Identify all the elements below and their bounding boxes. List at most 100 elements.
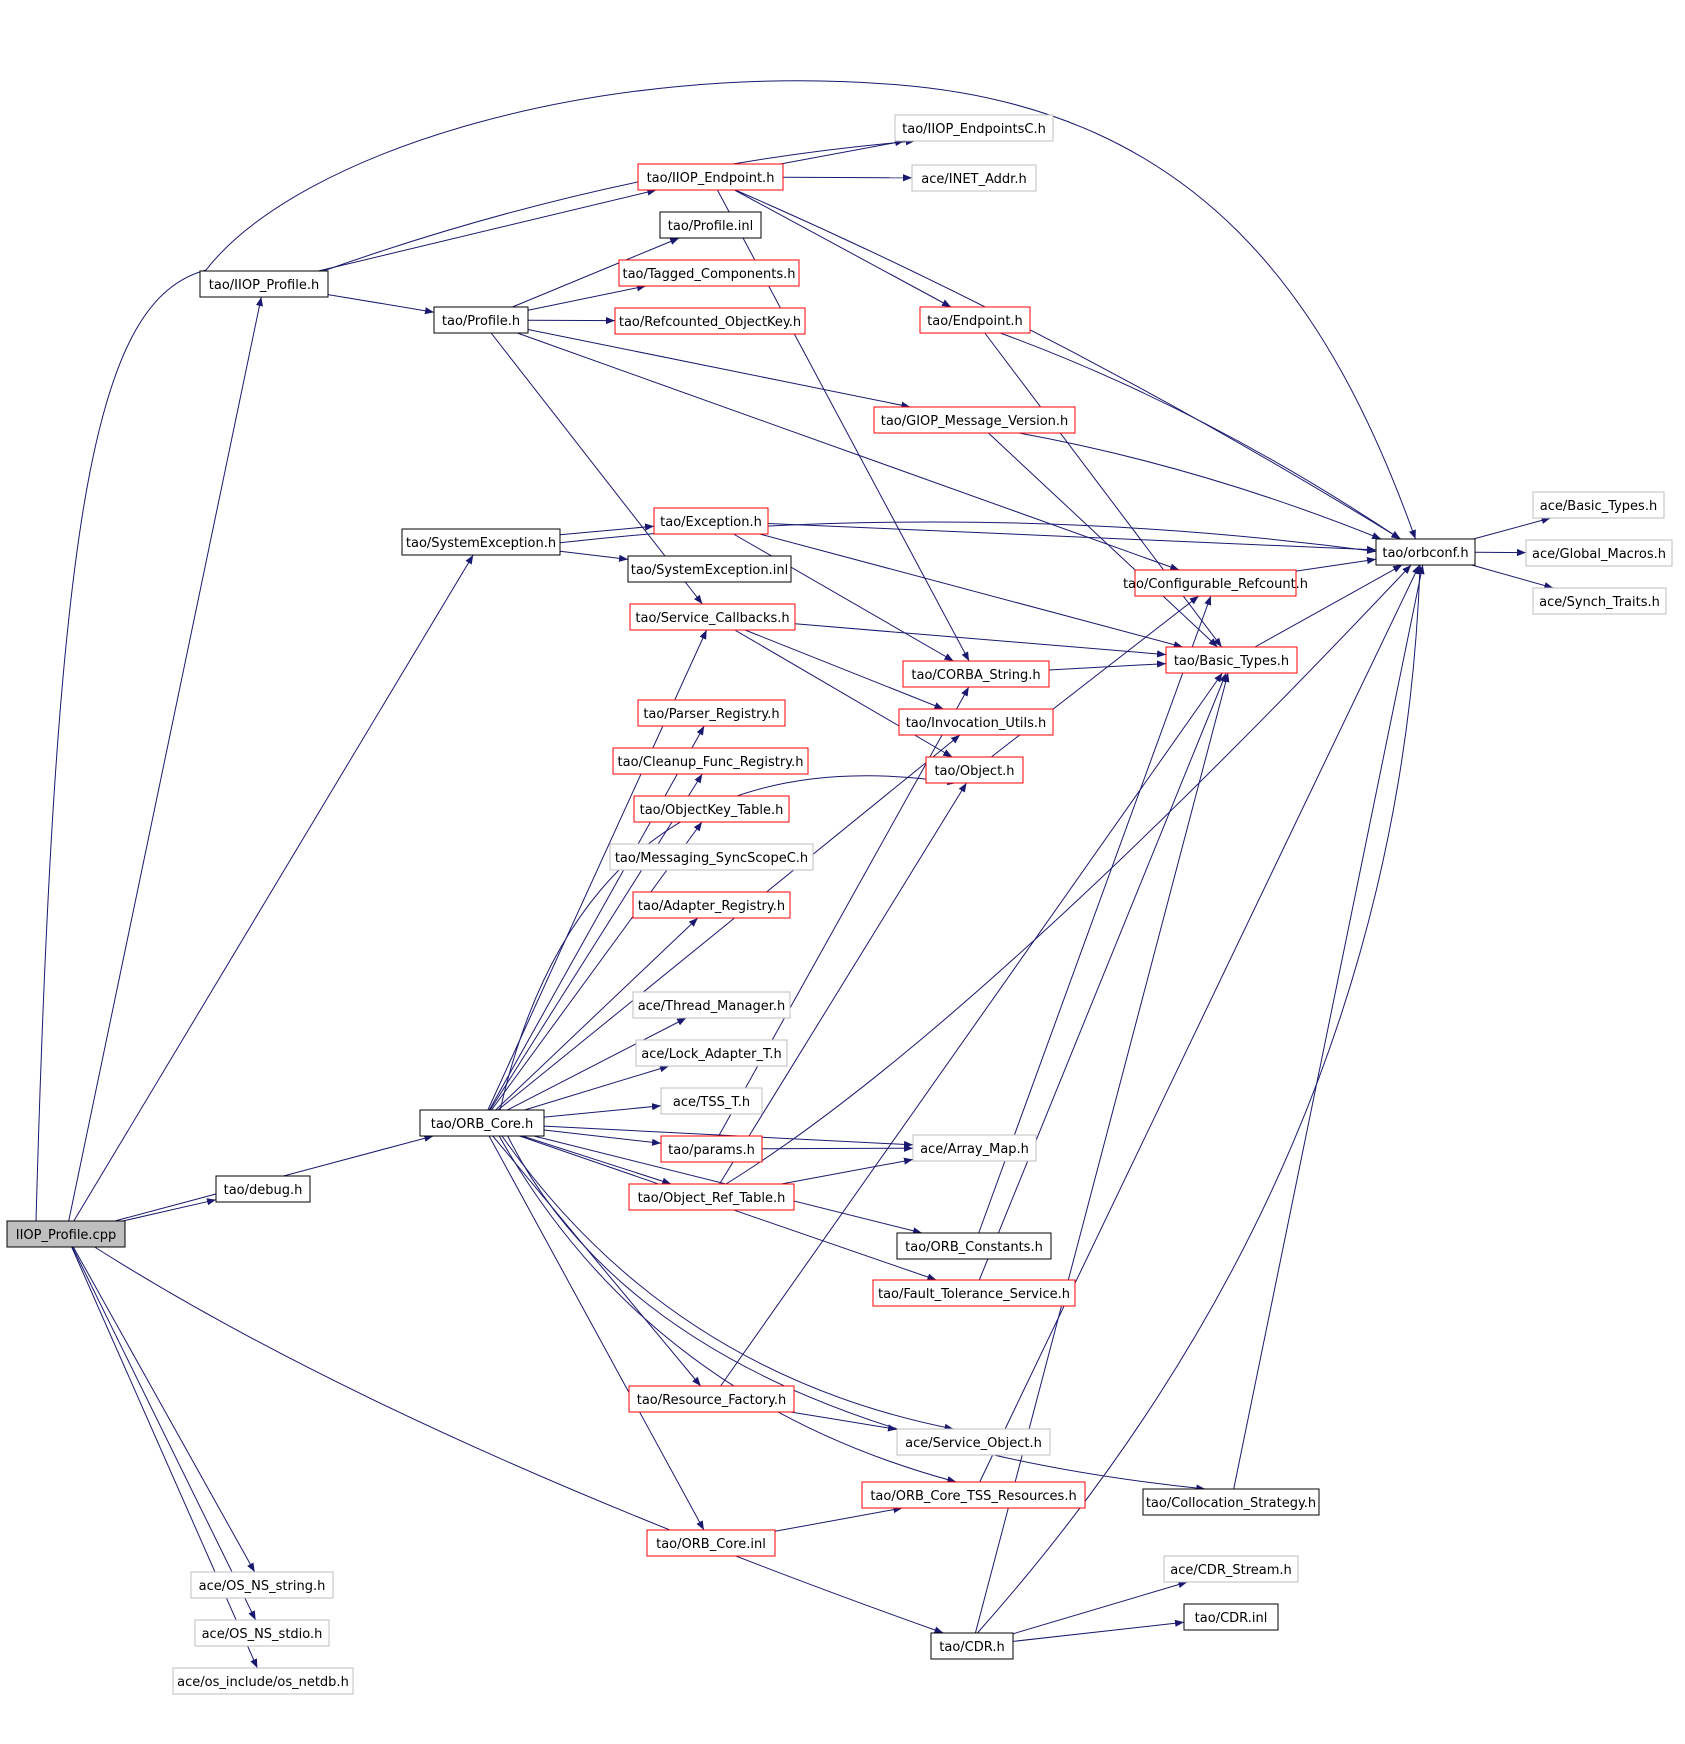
node-parser-registry-h[interactable]: tao/Parser_Registry.h bbox=[637, 699, 786, 727]
node-thread-manager-h[interactable]: ace/Thread_Manager.h bbox=[632, 991, 791, 1019]
node-params-h[interactable]: tao/params.h bbox=[660, 1135, 763, 1163]
node-refcounted-objectkey-h[interactable]: tao/Refcounted_ObjectKey.h bbox=[614, 307, 806, 335]
node-orb-core-inl[interactable]: tao/ORB_Core.inl bbox=[646, 1529, 776, 1557]
node-basic-types-tao-h[interactable]: tao/Basic_Types.h bbox=[1165, 646, 1298, 674]
node-os-ns-string-h[interactable]: ace/OS_NS_string.h bbox=[190, 1571, 334, 1599]
node-debug-h[interactable]: tao/debug.h bbox=[215, 1175, 311, 1203]
edge-object-ref-table-h-to-array-map-h bbox=[781, 1157, 914, 1185]
node-array-map-h[interactable]: ace/Array_Map.h bbox=[912, 1134, 1037, 1162]
node-iiop-endpoint-h[interactable]: tao/IIOP_Endpoint.h bbox=[637, 163, 784, 191]
node-label: tao/Exception.h bbox=[660, 515, 762, 530]
node-label: tao/Tagged_Components.h bbox=[622, 267, 795, 282]
node-orb-core-tss-resources-h[interactable]: tao/ORB_Core_TSS_Resources.h bbox=[861, 1481, 1086, 1509]
edge-orb-core-h-to-service-object-h bbox=[501, 1135, 954, 1431]
node-adapter-registry-h[interactable]: tao/Adapter_Registry.h bbox=[632, 891, 791, 919]
node-box bbox=[660, 1135, 763, 1163]
node-box bbox=[172, 1667, 354, 1695]
node-basic-types-ace-h[interactable]: ace/Basic_Types.h bbox=[1532, 491, 1665, 519]
node-object-ref-table-h[interactable]: tao/Object_Ref_Table.h bbox=[628, 1183, 795, 1211]
edge-service-callbacks-h-to-invocation-utils-h bbox=[744, 629, 944, 710]
node-label: tao/Endpoint.h bbox=[927, 314, 1023, 329]
edge-params-h-to-array-map-h bbox=[761, 1144, 914, 1152]
node-box bbox=[896, 1232, 1052, 1260]
node-box bbox=[930, 1632, 1014, 1660]
edge-basic-types-tao-h-to-orbconf-h bbox=[1254, 564, 1403, 648]
node-os-netdb-h[interactable]: ace/os_include/os_netdb.h bbox=[172, 1667, 354, 1695]
node-exception-h[interactable]: tao/Exception.h bbox=[653, 507, 769, 535]
node-box bbox=[1134, 569, 1297, 597]
edge-profile-h-to-giop-message-version-h bbox=[527, 329, 911, 409]
node-box bbox=[902, 660, 1050, 688]
node-box bbox=[1532, 587, 1667, 615]
node-messaging-syncscopec-h[interactable]: tao/Messaging_SyncScopeC.h bbox=[609, 843, 814, 871]
edge-root-to-debug-h bbox=[122, 1198, 217, 1222]
node-corba-string-h[interactable]: tao/CORBA_String.h bbox=[902, 660, 1050, 688]
node-box bbox=[633, 795, 790, 823]
edge-root-to-os-netdb-h bbox=[71, 1246, 258, 1669]
node-iiop-endpointsc-h[interactable]: tao/IIOP_EndpointsC.h bbox=[894, 114, 1054, 142]
node-cdr-stream-h[interactable]: ace/CDR_Stream.h bbox=[1163, 1555, 1299, 1583]
node-fault-tolerance-service-h[interactable]: tao/Fault_Tolerance_Service.h bbox=[872, 1279, 1076, 1307]
node-system-exception-inl[interactable]: tao/SystemException.inl bbox=[627, 555, 792, 583]
node-iiop-profile-h[interactable]: tao/IIOP_Profile.h bbox=[199, 270, 329, 298]
node-orb-core-h[interactable]: tao/ORB_Core.h bbox=[419, 1109, 545, 1137]
node-box bbox=[628, 1183, 795, 1211]
node-orbconf-h[interactable]: tao/orbconf.h bbox=[1375, 538, 1476, 566]
node-tss-t-h[interactable]: ace/TSS_T.h bbox=[660, 1087, 763, 1115]
edge-orb-core-h-to-lock-adapter-t-h bbox=[524, 1065, 670, 1111]
node-profile-inl[interactable]: tao/Profile.inl bbox=[659, 211, 762, 239]
node-box bbox=[1375, 538, 1476, 566]
node-configurable-refcount-h[interactable]: tao/Configurable_Refcount.h bbox=[1123, 569, 1308, 597]
node-service-callbacks-h[interactable]: tao/Service_Callbacks.h bbox=[629, 603, 796, 631]
edges-layer bbox=[35, 80, 1554, 1669]
node-label: ace/INET_Addr.h bbox=[921, 172, 1026, 187]
node-box bbox=[1165, 646, 1298, 674]
node-os-ns-stdio-h[interactable]: ace/OS_NS_stdio.h bbox=[194, 1619, 330, 1647]
edge-cdr-h-to-cdr-inl bbox=[1012, 1619, 1185, 1642]
node-label: ace/Thread_Manager.h bbox=[638, 999, 786, 1014]
node-box bbox=[1532, 491, 1665, 519]
node-box bbox=[653, 507, 769, 535]
node-resource-factory-h[interactable]: tao/Resource_Factory.h bbox=[628, 1385, 795, 1413]
node-system-exception-h[interactable]: tao/SystemException.h bbox=[401, 528, 561, 556]
node-box bbox=[433, 306, 529, 334]
node-box bbox=[635, 1039, 788, 1067]
edge-profile-h-to-tagged-components-h bbox=[527, 284, 647, 311]
edge-orb-core-h-to-invocation-utils-h bbox=[497, 734, 961, 1111]
edge-root-to-cdr-h bbox=[94, 1246, 944, 1634]
edge-iiop-profile-h-to-iiop-endpoint-h bbox=[318, 188, 657, 272]
node-profile-h[interactable]: tao/Profile.h bbox=[433, 306, 529, 334]
node-cleanup-func-registry-h[interactable]: tao/Cleanup_Func_Registry.h bbox=[612, 747, 809, 775]
node-tagged-components-h[interactable]: tao/Tagged_Components.h bbox=[618, 259, 800, 287]
edge-service-callbacks-h-to-object-h bbox=[734, 629, 953, 758]
node-orb-constants-h[interactable]: tao/ORB_Constants.h bbox=[896, 1232, 1052, 1260]
nodes-layer: IIOP_Profile.cpp tao/IIOP_Profile.h tao/de… bbox=[6, 114, 1673, 1695]
node-objectkey-table-h[interactable]: tao/ObjectKey_Table.h bbox=[633, 795, 790, 823]
node-synch-traits-h[interactable]: ace/Synch_Traits.h bbox=[1532, 587, 1667, 615]
node-label: tao/Messaging_SyncScopeC.h bbox=[615, 851, 808, 866]
node-collocation-strategy-h[interactable]: tao/Collocation_Strategy.h bbox=[1142, 1488, 1320, 1516]
node-label: ace/Global_Macros.h bbox=[1532, 547, 1666, 562]
node-lock-adapter-t-h[interactable]: ace/Lock_Adapter_T.h bbox=[635, 1039, 788, 1067]
node-giop-message-version-h[interactable]: tao/GIOP_Message_Version.h bbox=[873, 406, 1076, 434]
node-label: tao/params.h bbox=[668, 1143, 755, 1158]
node-label: ace/CDR_Stream.h bbox=[1170, 1563, 1292, 1578]
edge-exception-h-to-basic-types-tao-h bbox=[759, 533, 1183, 649]
node-cdr-h[interactable]: tao/CDR.h bbox=[930, 1632, 1014, 1660]
node-box bbox=[632, 991, 791, 1019]
edge-orb-core-inl-to-orb-core-tss-resources-h bbox=[774, 1506, 903, 1532]
node-object-h[interactable]: tao/Object.h bbox=[925, 756, 1024, 784]
node-endpoint-h[interactable]: tao/Endpoint.h bbox=[919, 306, 1031, 334]
node-box bbox=[609, 843, 814, 871]
edge-profile-h-to-configurable-refcount-h bbox=[517, 332, 1180, 571]
node-inet-addr-h[interactable]: ace/INET_Addr.h bbox=[911, 164, 1037, 192]
node-global-macros-h[interactable]: ace/Global_Macros.h bbox=[1525, 539, 1673, 567]
node-invocation-utils-h[interactable]: tao/Invocation_Utils.h bbox=[898, 708, 1054, 736]
node-service-object-h[interactable]: ace/Service_Object.h bbox=[896, 1428, 1051, 1456]
edge-system-exception-h-to-system-exception-inl bbox=[559, 550, 629, 562]
edge-resource-factory-h-to-basic-types-tao-h bbox=[720, 672, 1223, 1387]
edge-iiop-endpoint-h-to-inet-addr-h bbox=[782, 174, 913, 182]
node-root[interactable]: IIOP_Profile.cpp bbox=[6, 1220, 126, 1248]
node-cdr-inl[interactable]: tao/CDR.inl bbox=[1183, 1603, 1279, 1631]
